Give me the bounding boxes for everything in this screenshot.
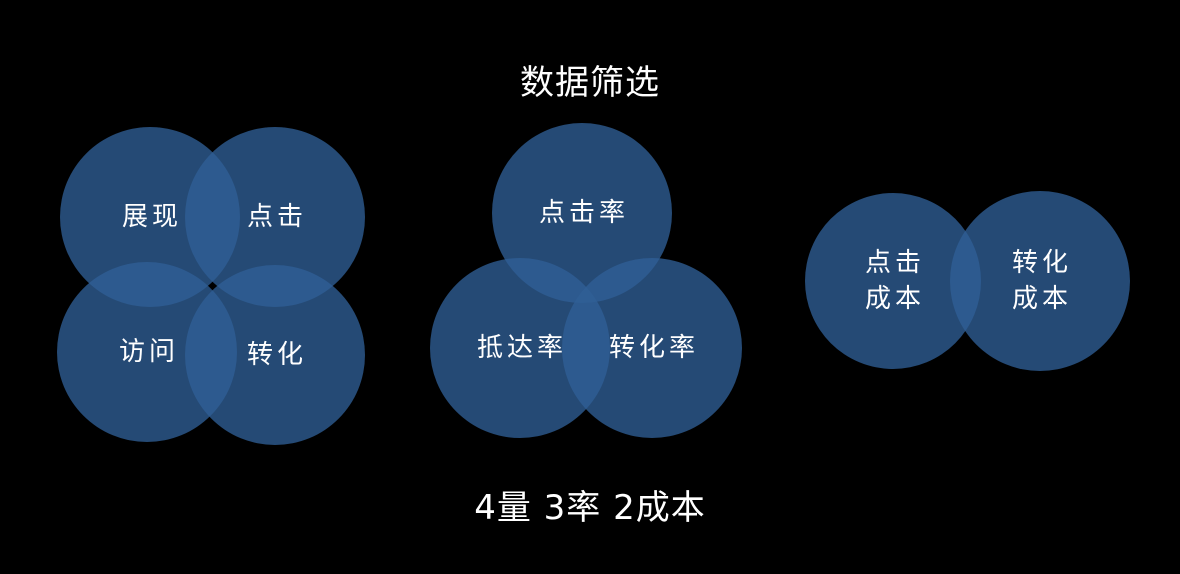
venn-circle (492, 123, 672, 303)
venn-circle (950, 191, 1130, 371)
circle-label: 成本 (1012, 284, 1072, 314)
circle-label: 点击率 (539, 198, 629, 228)
circle-label: 成本 (865, 284, 925, 314)
venn-circle (185, 265, 365, 445)
circle-label: 点击 (247, 202, 307, 232)
circle-label: 转化 (247, 340, 307, 370)
venn-circle (60, 127, 240, 307)
venn-circle (562, 258, 742, 438)
circle-label: 展现 (122, 202, 182, 232)
circle-label: 抵达率 (477, 333, 567, 363)
venn-circle (805, 193, 981, 369)
circle-label: 点击 (865, 248, 925, 278)
venn-circle (430, 258, 610, 438)
circle-label: 转化率 (609, 333, 699, 363)
circle-label: 转化 (1012, 248, 1072, 278)
circle-label: 访问 (119, 337, 179, 367)
venn-circle (57, 262, 237, 442)
page-title: 数据筛选 (520, 63, 660, 103)
page-subtitle: 4量 3率 2成本 (474, 488, 706, 528)
venn-circle (185, 127, 365, 307)
